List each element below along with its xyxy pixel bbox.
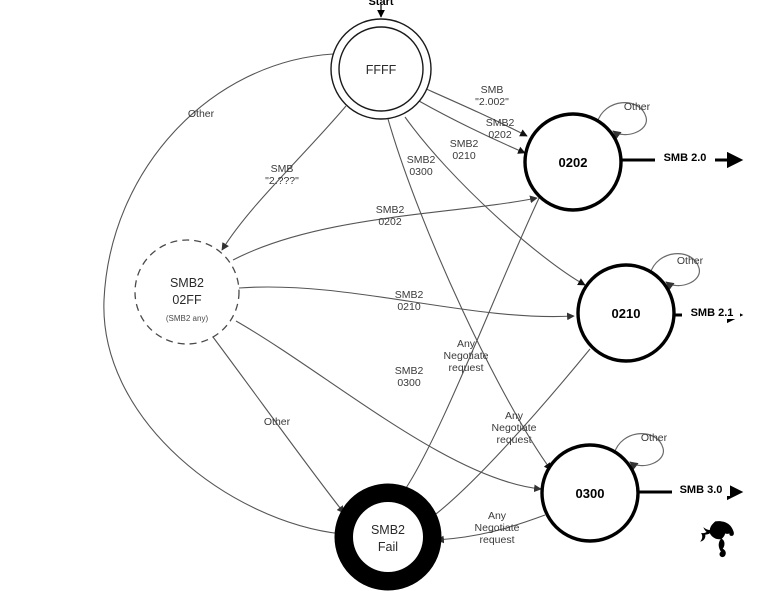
edge-label-line1: Any: [457, 338, 476, 350]
edge-path: [436, 514, 546, 544]
edge-label-line2: Negotiate: [475, 522, 520, 534]
edge-0300-to-fail: Any Negotiate request: [436, 510, 546, 546]
edge-label-line2: 0202: [488, 129, 512, 141]
node-smb2-fail[interactable]: SMB2 Fail: [334, 483, 442, 591]
node-smb2-02ff[interactable]: SMB2 02FF (SMB2 any): [134, 239, 240, 345]
edge-path: [232, 195, 538, 261]
edge-label-line1: SMB2: [486, 117, 515, 129]
self-loop-0210: Other: [649, 253, 704, 290]
edge-ffff-to-02ff: SMB "2.???": [221, 105, 347, 251]
start-label: Start: [368, 0, 393, 8]
self-loop-0202: Other: [596, 101, 651, 139]
node-label: 0202: [559, 155, 588, 170]
edge-label-line2: 0202: [378, 216, 402, 228]
edge-label-other: Other: [188, 108, 215, 120]
edge-label-line3: request: [448, 362, 483, 374]
output-0202: SMB 2.0: [621, 150, 744, 169]
edge-label-line2: Negotiate: [444, 350, 489, 362]
output-label: SMB 2.1: [691, 307, 734, 319]
edge-path: [387, 118, 552, 471]
edge-label-line1: SMB2: [395, 289, 424, 301]
node-label-line2: 02FF: [172, 293, 202, 307]
edge-path: [418, 100, 526, 154]
edge-ffff-to-0202-smb2: SMB2 0202: [418, 100, 526, 154]
loop-label: Other: [624, 101, 651, 113]
edge-label-line1: SMB2: [395, 365, 424, 377]
trex-dinosaur-icon: [700, 521, 734, 558]
edge-path: [401, 195, 541, 495]
edge-label-line3: request: [496, 434, 531, 446]
node-0202[interactable]: 0202: [523, 112, 623, 212]
edge-path: [238, 286, 575, 321]
edge-label-line1: SMB: [271, 163, 294, 175]
label-backdrop: [682, 305, 740, 319]
edge-label-line1: Any: [505, 410, 524, 422]
start-marker: Start: [368, 0, 394, 18]
edge-ffff-to-fail: Other: [103, 53, 343, 538]
node-circle: [134, 239, 240, 345]
edge-02ff-to-fail: Other: [212, 336, 345, 514]
edge-path: [212, 336, 345, 514]
edge-02ff-to-0210: SMB2 0210: [238, 286, 575, 321]
loop-path: [649, 253, 700, 290]
edge-label-line2: 0300: [397, 377, 421, 389]
edge-0210-to-fail: Any Negotiate request: [427, 348, 591, 521]
edge-path: [427, 348, 591, 521]
edge-label-line2: 0210: [452, 150, 476, 162]
node-label: FFFF: [366, 63, 397, 77]
edge-label-line2: Negotiate: [492, 422, 537, 434]
edge-02ff-to-0300: SMB2 0300: [235, 320, 542, 493]
loop-label: Other: [677, 255, 704, 267]
node-0210[interactable]: 0210: [576, 263, 676, 363]
node-label-line1: SMB2: [170, 276, 204, 290]
edge-label-line2: "2.???": [265, 175, 299, 187]
node-sublabel: (SMB2 any): [166, 314, 209, 323]
edge-label-line1: Any: [488, 510, 507, 522]
edge-path: [235, 320, 542, 493]
node-ring: [334, 483, 442, 591]
label-backdrop: [655, 150, 715, 164]
node-circle: [523, 112, 623, 212]
edge-02ff-to-0202: SMB2 0202: [232, 195, 538, 261]
node-label: 0300: [576, 486, 605, 501]
node-inner-circle: [338, 26, 424, 112]
loop-path: [596, 102, 647, 139]
edge-label-line2: 0210: [397, 301, 421, 313]
loop-path: [613, 433, 664, 470]
edge-path: [423, 87, 528, 137]
output-label: SMB 3.0: [680, 484, 723, 496]
node-circle: [540, 443, 640, 543]
node-label-line2: Fail: [378, 540, 398, 554]
trex-silhouette: [700, 521, 734, 558]
output-0210: SMB 2.1: [674, 305, 744, 324]
edge-ffff-to-0202-smb1: SMB "2.002": [423, 84, 528, 137]
node-circle: [576, 263, 676, 363]
edge-label-other: Other: [264, 416, 291, 428]
node-inner-fill: [353, 502, 423, 572]
edge-label-line1: SMB2: [407, 154, 436, 166]
edge-label-line2: "2.002": [475, 96, 509, 108]
node-label-line1: SMB2: [371, 523, 405, 537]
node-0300[interactable]: 0300: [540, 443, 640, 543]
self-loop-0300: Other: [613, 432, 668, 470]
label-backdrop: [672, 482, 730, 496]
edge-label-line1: SMB2: [450, 138, 479, 150]
edge-label-line2: 0300: [409, 166, 433, 178]
edge-path: [221, 105, 347, 251]
edge-label-line1: SMB2: [376, 204, 405, 216]
edge-0202-to-fail: Any Negotiate request: [401, 195, 541, 495]
edge-ffff-to-0210: SMB2 0210: [404, 116, 586, 286]
edge-path: [404, 116, 586, 286]
loop-label: Other: [641, 432, 668, 444]
node-ffff[interactable]: FFFF: [330, 18, 432, 120]
edge-label-line3: request: [479, 534, 514, 546]
edge-path: [103, 53, 343, 538]
output-label: SMB 2.0: [664, 152, 707, 164]
edge-label-line1: SMB: [481, 84, 504, 96]
edge-ffff-to-0300: SMB2 0300: [387, 118, 552, 471]
output-0300: SMB 3.0: [638, 482, 744, 501]
node-label: 0210: [612, 306, 641, 321]
